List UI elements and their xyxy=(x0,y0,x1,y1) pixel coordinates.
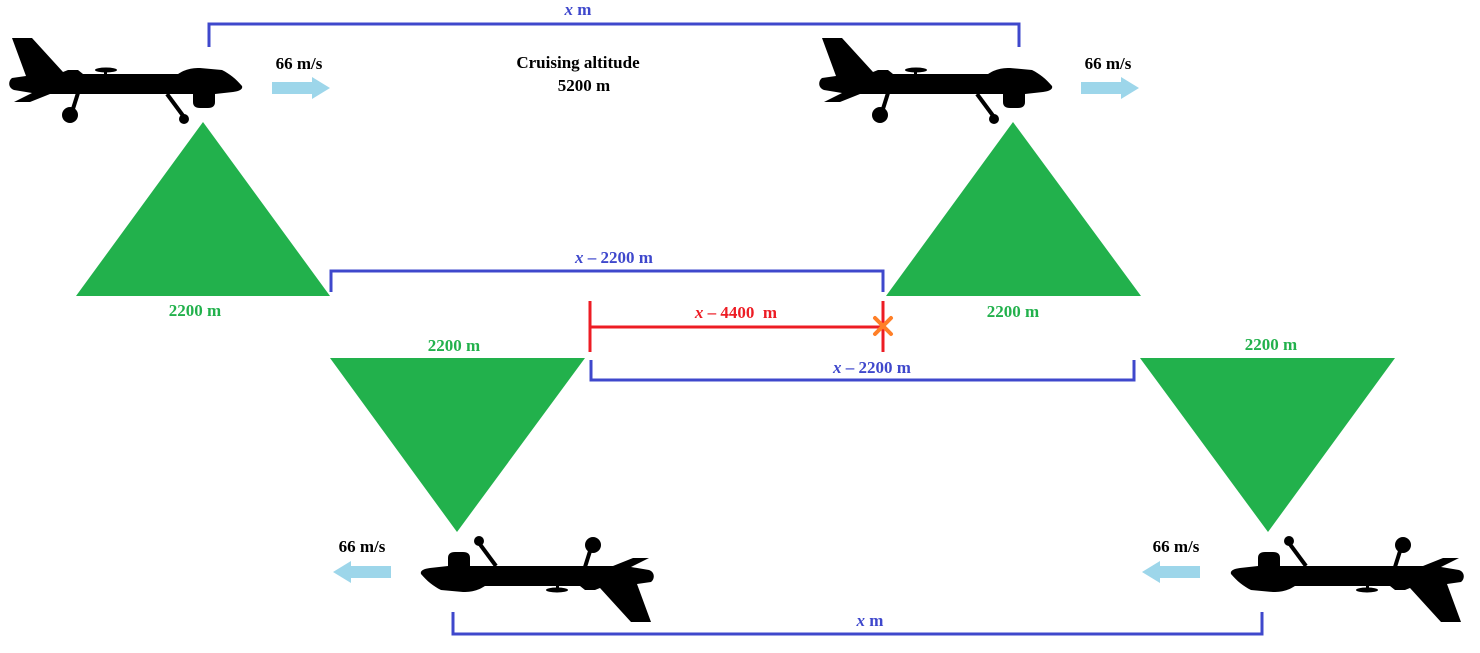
drone-icon xyxy=(418,534,656,624)
distance-label-top: x m xyxy=(564,0,592,19)
arrow-left-icon xyxy=(333,561,391,583)
distance-bracket-bottom xyxy=(451,612,1264,636)
arrow-right-icon xyxy=(1081,77,1139,99)
arrow-right-icon xyxy=(272,77,330,99)
title-line2: 5200 m xyxy=(558,76,610,95)
speed-label: 66 m/s xyxy=(339,537,386,556)
drone-icon xyxy=(1228,534,1466,624)
distance-bracket-middle-lower xyxy=(589,360,1136,382)
speed-label: 66 m/s xyxy=(1153,537,1200,556)
distance-bracket-middle-upper xyxy=(329,269,885,292)
distance-label-bottom: x m xyxy=(856,611,884,630)
distance-label-middle-upper: x – 2200 m xyxy=(574,248,653,267)
speed-label: 66 m/s xyxy=(276,54,323,73)
arrow-left-icon xyxy=(1142,561,1200,583)
speed-label: 66 m/s xyxy=(1085,54,1132,73)
coverage-label: 2200 m xyxy=(1245,335,1297,354)
distance-label-red-gap: x – 4400 m xyxy=(694,303,777,322)
cross-marker-icon xyxy=(873,316,893,336)
coverage-label: 2200 m xyxy=(428,336,480,355)
coverage-triangle xyxy=(1140,358,1395,532)
drone-icon xyxy=(7,36,245,126)
title-line1: Cruising altitude xyxy=(516,53,640,72)
coverage-triangle xyxy=(76,122,330,296)
coverage-label: 2200 m xyxy=(169,301,221,320)
drone-icon xyxy=(817,36,1055,126)
distance-bracket-top xyxy=(207,22,1021,47)
distance-label-middle-lower: x – 2200 m xyxy=(832,358,911,377)
coverage-label: 2200 m xyxy=(987,302,1039,321)
coverage-triangle xyxy=(330,358,585,532)
coverage-triangle xyxy=(886,122,1141,296)
